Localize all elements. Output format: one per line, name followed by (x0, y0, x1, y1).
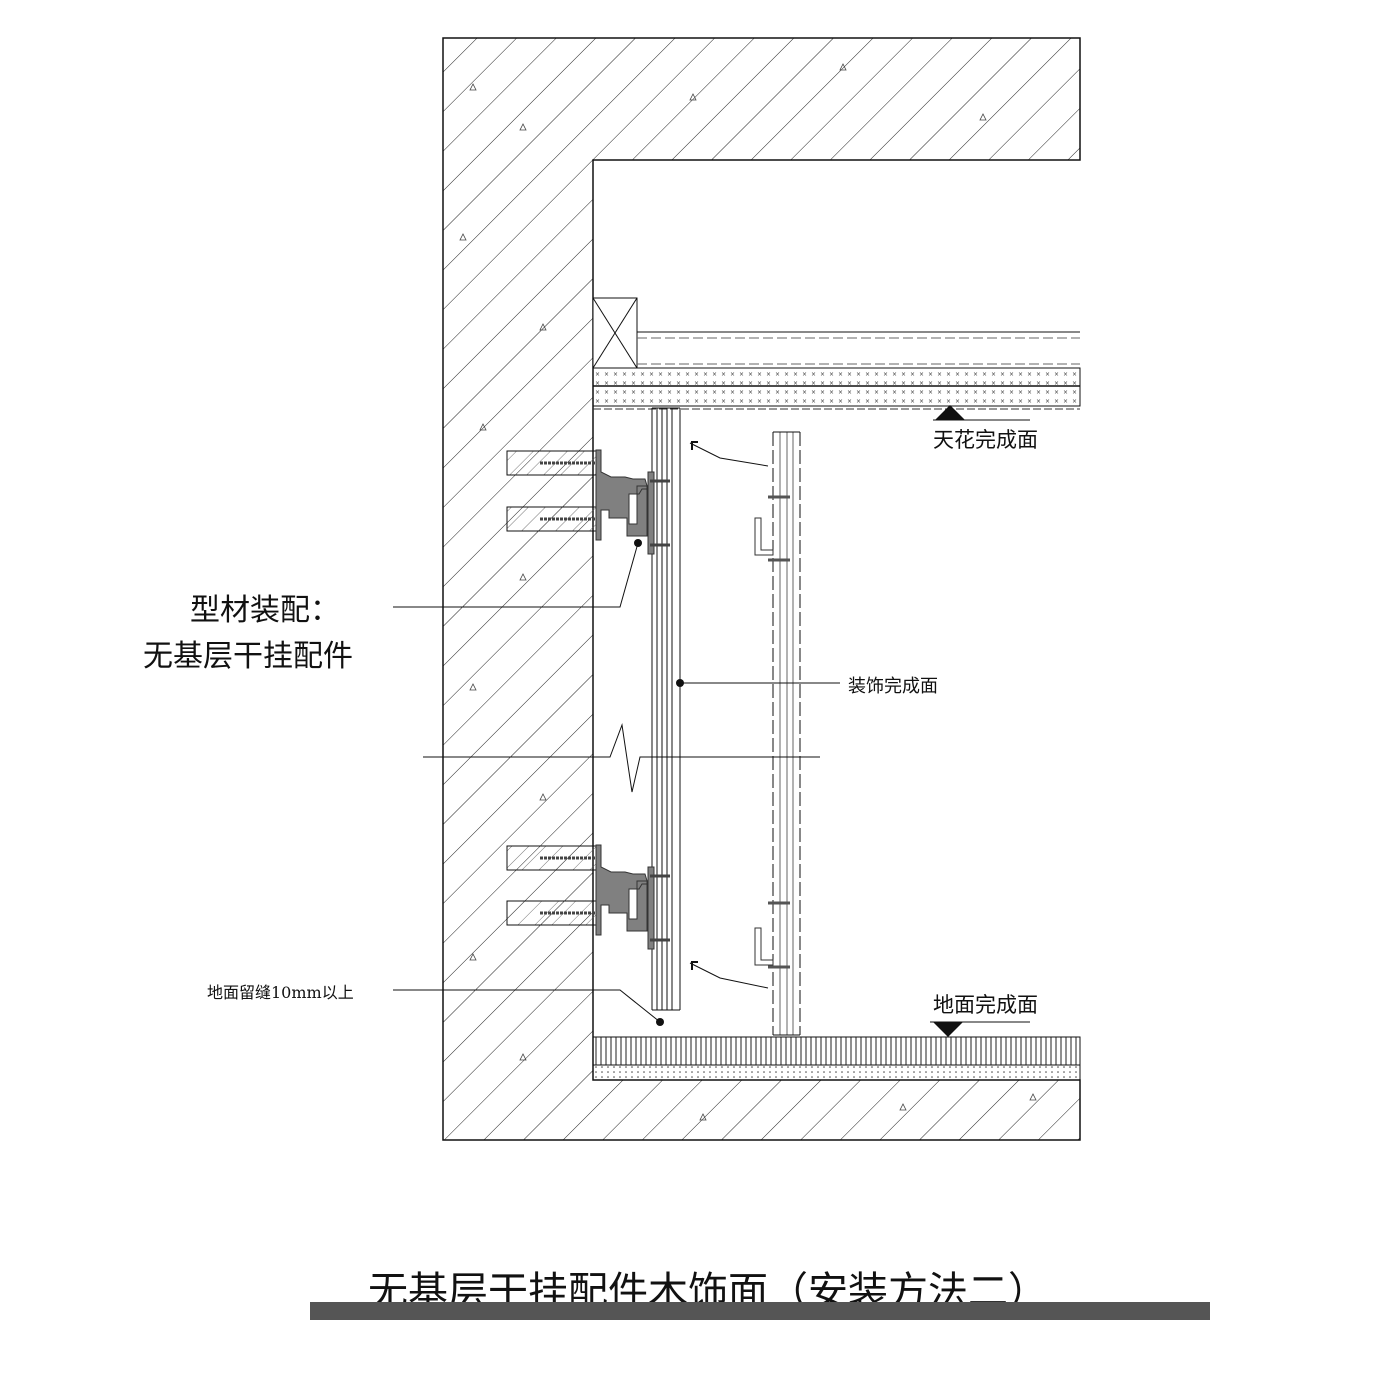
ceiling-level-marker-icon (935, 405, 965, 420)
leader-dot (656, 1018, 664, 1026)
label-dry-hang-fitting: 无基层干挂配件 (143, 639, 353, 674)
bracket-upper (506, 449, 670, 555)
floor-level-marker-icon (933, 1022, 963, 1037)
title-underline-bar (310, 1302, 1210, 1320)
label-profile-assembly: 型材装配： (190, 593, 340, 628)
bracket-lower (506, 844, 670, 950)
break-line (423, 723, 820, 793)
ceiling-assembly (592, 297, 1081, 410)
label-finish-surface: 装饰完成面 (848, 676, 938, 697)
label-floor-gap: 地面留缝10mm以上 (207, 983, 354, 1002)
wood-panel-section (651, 407, 681, 1011)
wood-panel-side-view (689, 431, 801, 1036)
label-ceiling-finish: 天花完成面 (933, 428, 1038, 452)
leader-lines (393, 419, 1030, 1023)
concrete-structure (442, 37, 1081, 1141)
label-floor-finish: 地面完成面 (933, 993, 1038, 1017)
floor-finish-layers (592, 1036, 1081, 1081)
leader-dot (676, 679, 684, 687)
